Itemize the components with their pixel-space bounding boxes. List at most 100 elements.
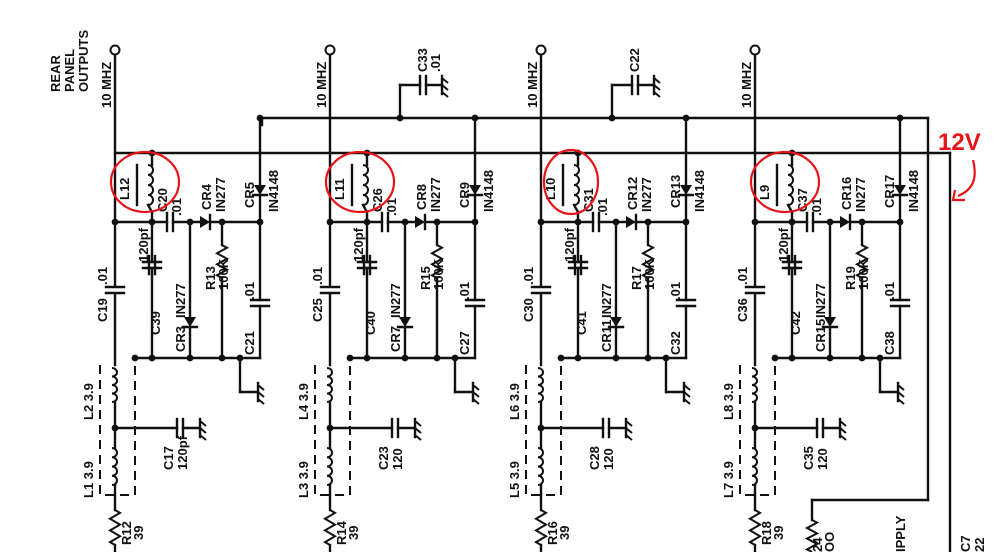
diode-type: IN277 — [639, 177, 654, 212]
output-label: 10 MHZ — [314, 62, 329, 108]
transformer-ref: L11 — [332, 178, 347, 200]
diode-type: IN4148 — [906, 170, 921, 212]
cap-ref: C30 — [521, 298, 536, 322]
diode-cr5 — [254, 185, 266, 195]
ground-icon — [897, 398, 905, 405]
ground-icon — [472, 398, 480, 405]
diode-type: IN277 — [388, 283, 403, 318]
ground-icon — [839, 434, 847, 441]
resistor-value: 100K — [856, 258, 871, 290]
cap-ref: C19 — [95, 298, 110, 322]
ground-icon — [625, 420, 633, 427]
output-terminal — [324, 44, 336, 56]
inductor-l1 — [111, 447, 118, 486]
cap-ref: C21 — [242, 331, 257, 355]
cap-value: 120pf — [351, 227, 366, 262]
shield-outline — [314, 358, 351, 496]
junction-dot — [751, 218, 759, 226]
cap-value: 120pf — [136, 227, 151, 262]
cap-value: .01 — [809, 198, 824, 216]
ground-icon — [199, 434, 207, 441]
resistor-ref: R17 — [629, 266, 644, 290]
resistor-r17 — [640, 244, 656, 279]
junction-dot — [858, 354, 866, 362]
diode-ref: CR4 — [199, 183, 214, 210]
junction-dot — [574, 354, 582, 362]
diode-cr12 — [626, 216, 636, 228]
partial-label: 22 — [972, 538, 987, 552]
transformer-l11 — [362, 164, 369, 206]
partial-label: OO — [822, 532, 837, 552]
diode-ref: CR11 — [599, 319, 614, 352]
highlight-circle — [749, 150, 821, 214]
transformer-ref: L12 — [117, 178, 132, 200]
cap-ref: C23 — [376, 446, 391, 470]
ground-icon — [472, 391, 480, 398]
resistor-value: 100K — [642, 258, 657, 290]
diode-cr9 — [469, 185, 481, 195]
ground-icon — [441, 84, 449, 91]
cap-ref: C28 — [587, 446, 602, 470]
rear-panel-title: OUTPUTS — [76, 30, 91, 92]
resistor-ref: R15 — [418, 266, 433, 290]
resistor-ref: R13 — [203, 266, 218, 290]
diode-ref: CR13 — [668, 175, 683, 208]
diode-type: IN277 — [428, 177, 443, 212]
shield-outline — [525, 358, 562, 496]
inductor-l5 — [537, 447, 544, 486]
inductor-l4 — [326, 367, 333, 403]
cap-ref: C41 — [574, 311, 589, 335]
rear-panel-title: REAR — [48, 55, 63, 92]
junction-dot — [896, 114, 904, 122]
diode-cr8 — [415, 216, 425, 228]
ground-icon — [683, 391, 691, 398]
resistor-ref: R12 — [119, 521, 134, 545]
ground-icon — [839, 427, 847, 434]
ground-icon — [653, 77, 661, 84]
annotation-arrow — [957, 159, 976, 198]
junction-dot — [218, 354, 226, 362]
shield-outline — [99, 358, 136, 496]
cap-ref: C32 — [668, 331, 683, 355]
ground-icon — [897, 391, 905, 398]
cap-value: .01 — [310, 267, 325, 285]
resistor-value: 39 — [557, 526, 572, 540]
diode-type: IN4148 — [481, 170, 496, 212]
resistor-ref: R18 — [759, 521, 774, 545]
diode-type: IN277 — [599, 283, 614, 318]
top-cap-ref: C33 — [415, 48, 430, 72]
diode-ref: CR5 — [242, 182, 257, 208]
partial-label: 24 — [810, 537, 825, 552]
cap-value: .01 — [882, 282, 897, 300]
resistor-ref: R16 — [545, 521, 560, 545]
cap-value: .01 — [384, 198, 399, 216]
output-terminal — [109, 44, 121, 56]
diode-cr7 — [399, 317, 411, 327]
inductor-label: L3 3.9 — [296, 461, 311, 498]
junction-dot — [148, 354, 156, 362]
diode-type: IN277 — [853, 177, 868, 212]
annotation-arrowhead — [951, 189, 965, 202]
junction-dot — [826, 354, 834, 362]
cap-value: .01 — [521, 267, 536, 285]
resistor-value: 39 — [346, 526, 361, 540]
partial-label: C7 — [958, 535, 973, 552]
ground-icon — [625, 434, 633, 441]
cap-value: 120 — [601, 448, 616, 470]
ground-icon — [257, 398, 265, 405]
annotation-12v: 12V — [938, 129, 981, 156]
junction-dot — [471, 114, 479, 122]
cap-ref: C27 — [457, 331, 472, 355]
resistor-ref: R19 — [843, 266, 858, 290]
resistor-value: 39 — [771, 526, 786, 540]
output-label: 10 MHZ — [525, 62, 540, 108]
diode-ref: CR9 — [457, 182, 472, 208]
inductor-label: L7 3.9 — [721, 461, 736, 498]
highlight-circle — [109, 150, 181, 214]
output-terminal — [535, 44, 547, 56]
diode-type: IN4148 — [692, 170, 707, 212]
cap-value: 120 — [815, 448, 830, 470]
ground-icon — [414, 420, 422, 427]
inductor-label: L2 3.9 — [81, 383, 96, 420]
